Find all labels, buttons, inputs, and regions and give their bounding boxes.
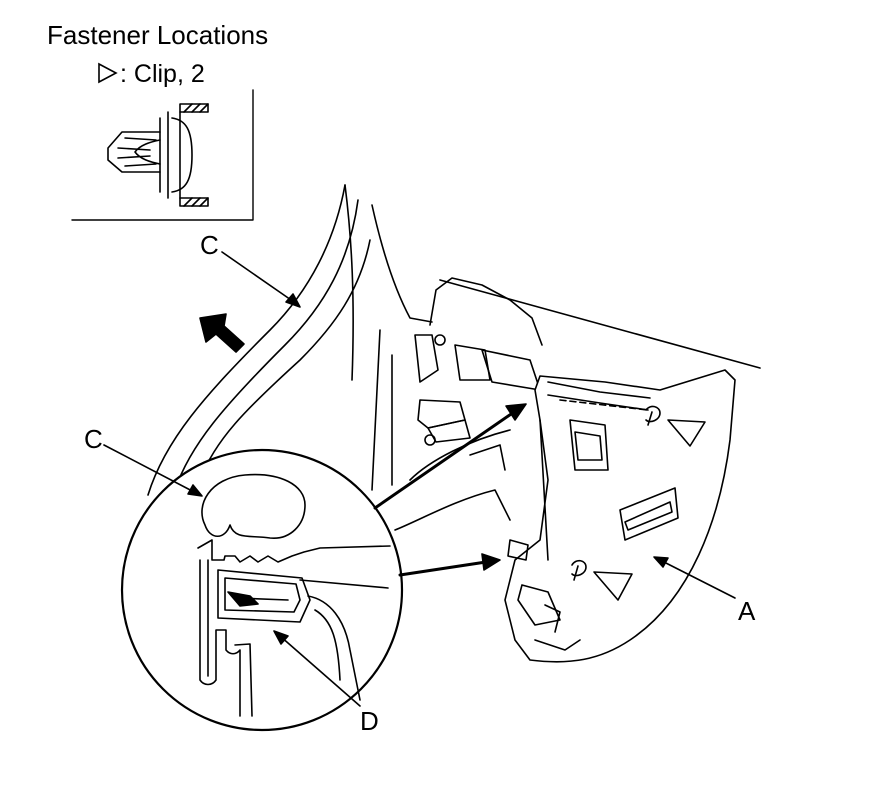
callout-c-upper: C [200, 230, 219, 260]
clip-detail-inset [71, 89, 254, 221]
callout-d: D [360, 706, 379, 736]
triangle-outline-icon [593, 571, 633, 601]
fastener-legend: : Clip, 2 [96, 62, 205, 87]
seal-detail-circle [120, 448, 404, 732]
legend-text: : Clip, 2 [120, 60, 205, 88]
body-pillar [147, 184, 433, 496]
diagram-title: Fastener Locations [47, 20, 269, 50]
callout-c-lower: C [84, 424, 103, 454]
callout-a: A [738, 596, 756, 626]
triangle-outline-icon [667, 419, 706, 447]
triangle-outline-icon [98, 62, 118, 84]
trim-panel-a [504, 369, 736, 663]
clip-marker-upper [645, 405, 706, 447]
leader-lines [103, 251, 736, 707]
clip-marker-lower [571, 559, 633, 601]
forward-arrow-icon [199, 313, 245, 353]
